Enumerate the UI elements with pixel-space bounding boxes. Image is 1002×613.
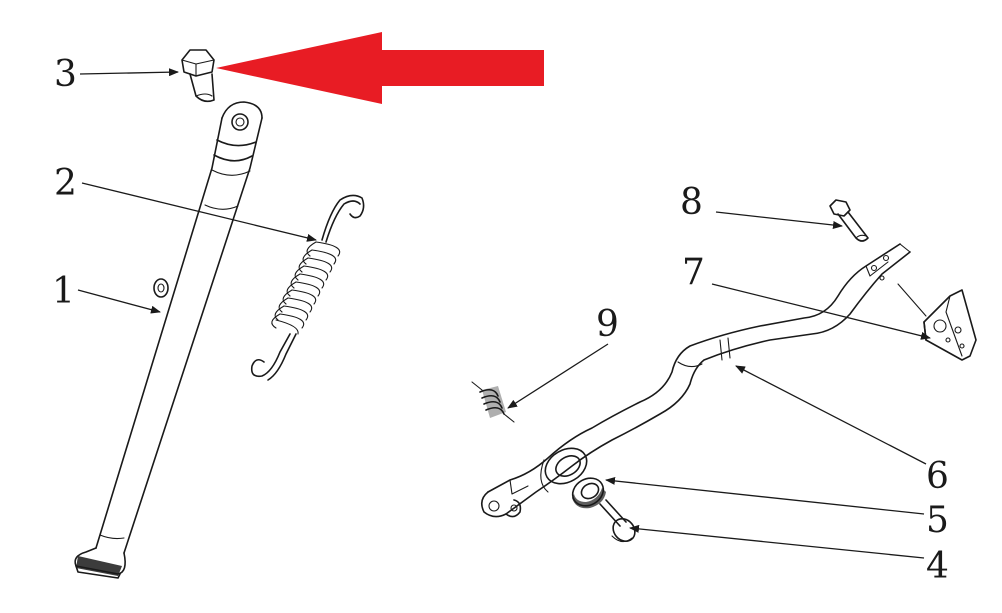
side-stand-part xyxy=(74,101,263,579)
callout-4: 4 xyxy=(926,546,949,587)
callout-9: 9 xyxy=(596,304,619,345)
leader-9 xyxy=(507,343,609,409)
bushing-part xyxy=(571,477,606,509)
pedal-pivot-bolt-part xyxy=(599,499,636,543)
leader-1 xyxy=(77,289,161,314)
callout-5: 5 xyxy=(926,500,949,541)
red-arrow-icon xyxy=(216,32,544,104)
leader-2 xyxy=(81,182,317,242)
brake-pedal-part xyxy=(480,243,911,518)
pedal-pad-part xyxy=(897,283,977,361)
callout-3: 3 xyxy=(54,54,77,95)
callout-1: 1 xyxy=(52,271,75,312)
callout-6: 6 xyxy=(926,456,949,497)
leader-4 xyxy=(629,524,925,559)
leader-6 xyxy=(735,365,927,465)
leader-lines xyxy=(77,68,931,559)
spring-part xyxy=(250,194,365,381)
return-spring-part xyxy=(471,381,515,423)
pivot-bolt-part xyxy=(181,49,215,103)
callout-7: 7 xyxy=(682,252,705,293)
leader-7 xyxy=(711,283,931,340)
leader-3 xyxy=(79,68,179,77)
leader-5 xyxy=(605,476,925,515)
callout-8: 8 xyxy=(680,182,703,223)
pedal-bolt-part xyxy=(829,199,869,242)
callout-labels: 3 2 1 8 7 9 6 5 4 xyxy=(52,54,949,587)
callout-2: 2 xyxy=(54,163,77,204)
leader-8 xyxy=(715,211,843,229)
